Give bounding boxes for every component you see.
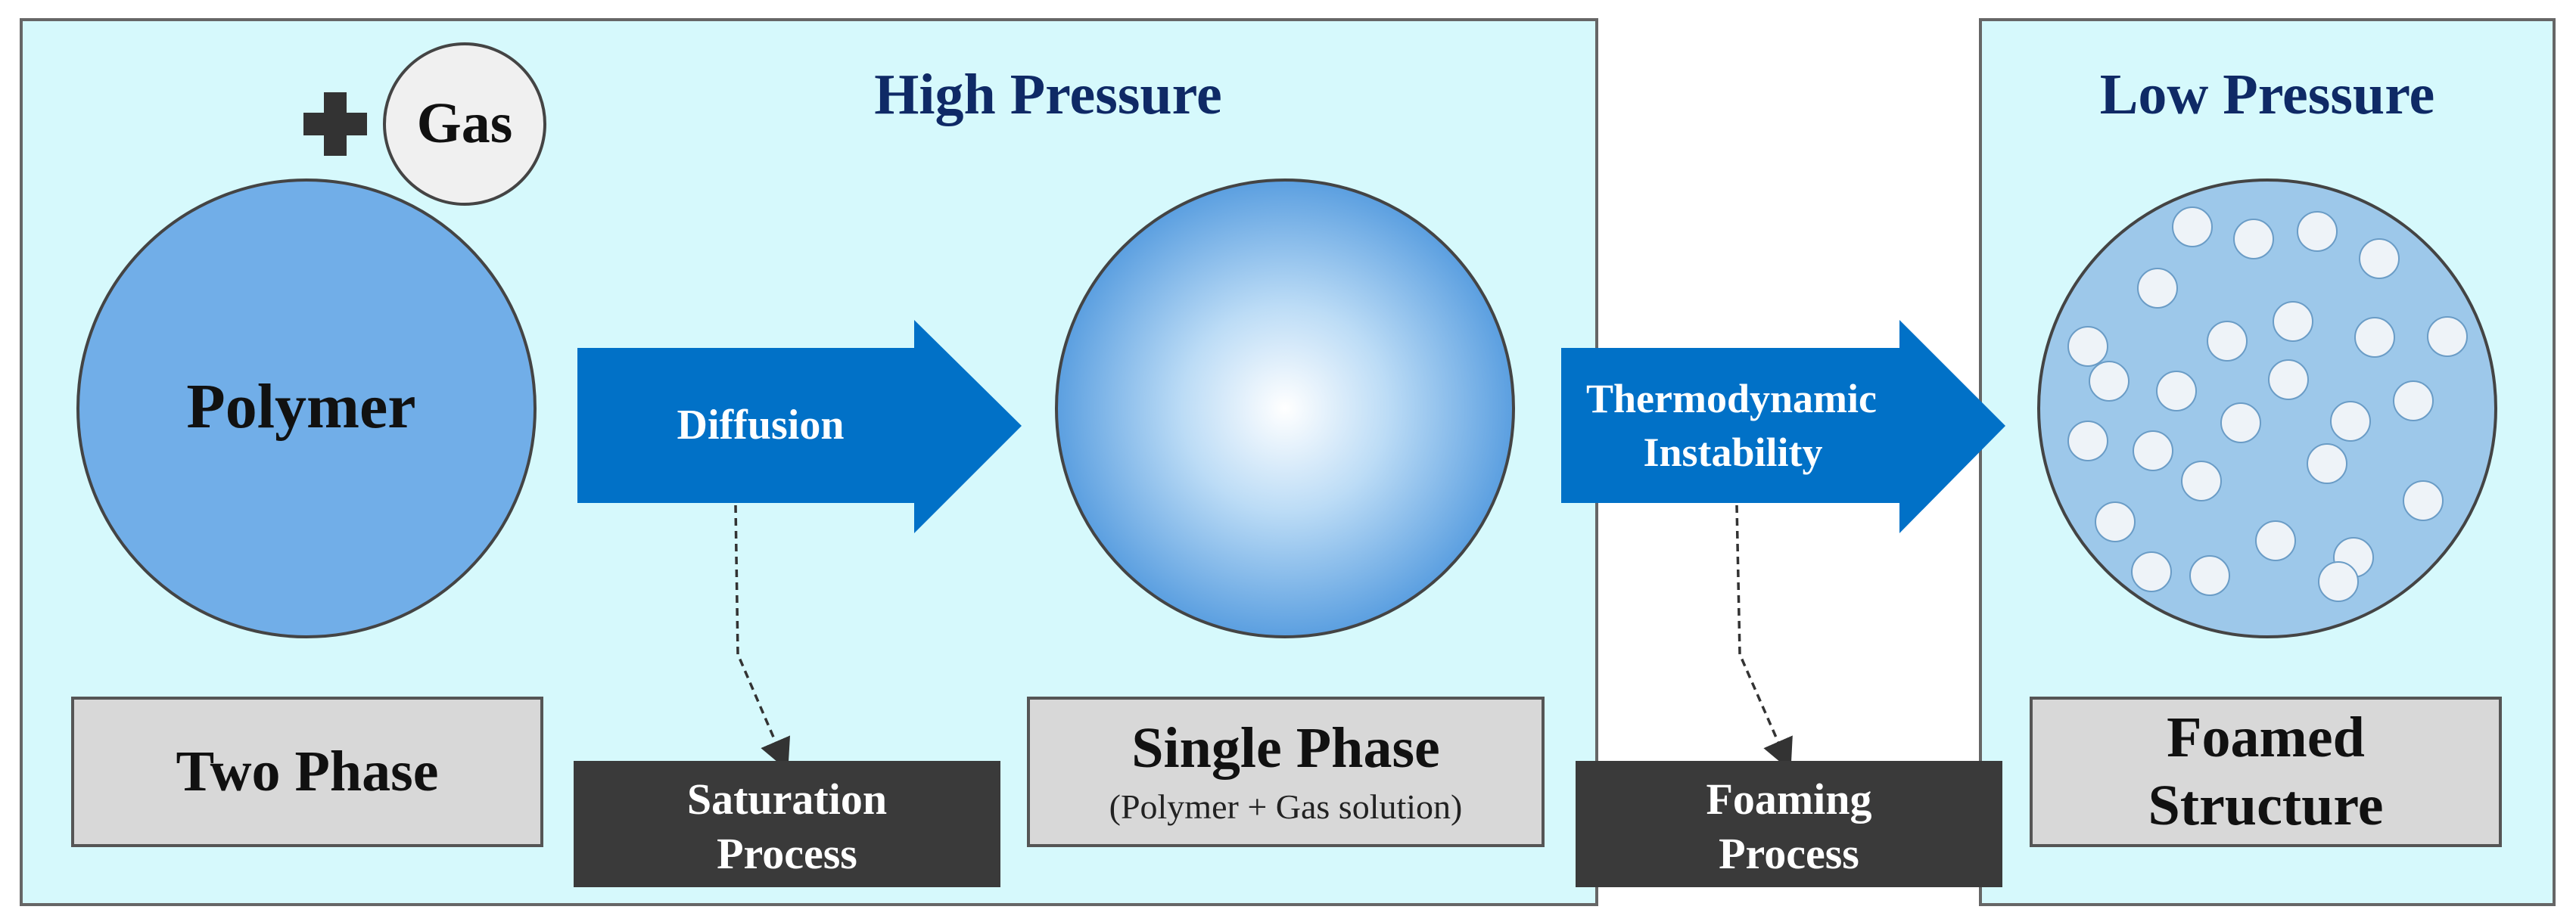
single-phase-sublabel: (Polymer + Gas solution) <box>1109 787 1463 826</box>
single-phase-circle <box>1055 179 1515 638</box>
single-phase-box <box>1027 697 1545 847</box>
saturation-connector <box>734 504 791 771</box>
foam-bubble <box>2393 380 2434 421</box>
saturation-label-line1: Saturation <box>687 775 887 824</box>
foam-bubbles <box>2067 206 2468 602</box>
plus-icon <box>303 92 367 156</box>
thermodynamic-instability-arrow <box>1561 320 2005 533</box>
foam-bubble <box>2207 321 2248 362</box>
foam-bubble <box>2137 268 2178 309</box>
foam-bubble <box>2067 326 2108 367</box>
foamed-structure-line2: Structure <box>2148 774 2384 837</box>
gas-circle <box>383 42 546 206</box>
two-phase-label: Two Phase <box>176 740 439 803</box>
foam-bubble <box>2089 361 2130 402</box>
saturation-process-box <box>574 761 1000 887</box>
polymer-circle <box>76 179 537 638</box>
foaming-connector <box>1735 504 1793 771</box>
foam-bubble <box>2233 219 2274 259</box>
thermodynamic-label-line1: Thermodynamic <box>1586 376 1877 421</box>
polymer-label: Polymer <box>186 371 415 442</box>
foam-bubble <box>2189 555 2230 596</box>
thermodynamic-label-line2: Instability <box>1643 430 1822 475</box>
foam-bubble <box>2067 421 2108 461</box>
foam-bubble <box>2359 238 2400 279</box>
two-phase-box <box>71 697 543 847</box>
foam-bubble <box>2255 520 2296 561</box>
foam-bubble <box>2330 401 2371 442</box>
foam-bubble <box>2181 461 2222 501</box>
foam-bubble <box>2273 301 2313 342</box>
foamed-structure-line1: Foamed <box>2167 706 2365 769</box>
foam-bubble <box>2318 561 2359 602</box>
gas-label: Gas <box>417 92 513 155</box>
low-pressure-title: Low Pressure <box>2100 63 2435 126</box>
foam-bubble <box>2297 211 2338 252</box>
foam-bubble <box>2220 402 2261 443</box>
foam-bubble <box>2268 359 2309 400</box>
foam-bubble <box>2131 551 2172 592</box>
foam-bubble <box>2403 480 2444 521</box>
foaming-label-line2: Process <box>1719 829 1859 878</box>
single-phase-label: Single Phase <box>1131 716 1440 780</box>
foam-bubble <box>2354 317 2395 358</box>
foaming-process-box <box>1576 761 2002 887</box>
foam-bubble <box>2133 430 2173 471</box>
saturation-label-line2: Process <box>717 829 857 878</box>
foam-bubble <box>2156 371 2197 411</box>
foam-bubble <box>2307 443 2347 484</box>
foam-bubble <box>2427 316 2468 357</box>
foam-bubble <box>2172 206 2213 247</box>
high-pressure-title: High Pressure <box>874 63 1222 126</box>
foam-bubble <box>2095 501 2136 542</box>
foaming-label-line1: Foaming <box>1706 775 1871 824</box>
foamed-structure-box <box>2030 697 2502 847</box>
diffusion-label: Diffusion <box>677 402 845 449</box>
diffusion-arrow <box>577 320 1022 533</box>
